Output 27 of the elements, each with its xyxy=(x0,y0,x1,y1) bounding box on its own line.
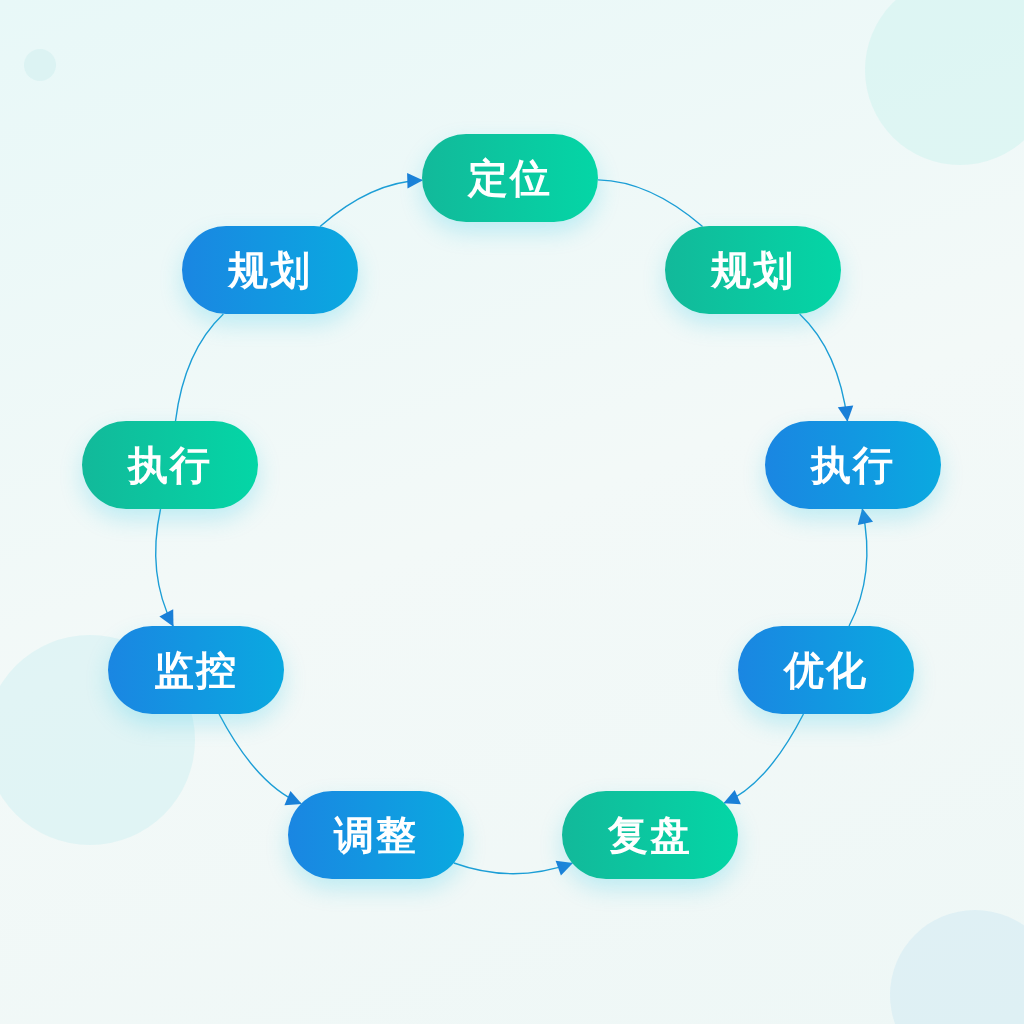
arrow xyxy=(319,173,423,228)
step-label: 规划 xyxy=(711,245,795,295)
step-label: 优化 xyxy=(784,645,868,695)
process-pill xyxy=(108,626,284,714)
step-label: 调整 xyxy=(334,810,418,860)
connector-line xyxy=(174,313,225,422)
process-pill xyxy=(422,134,598,222)
process-pill xyxy=(765,421,941,509)
process-pill xyxy=(82,421,258,509)
process-pill xyxy=(182,226,358,314)
step-label: 监控 xyxy=(154,645,238,695)
step-label: 复盘 xyxy=(608,810,692,860)
arrow xyxy=(218,713,302,805)
connector-line xyxy=(597,179,704,228)
process-pill xyxy=(665,226,841,314)
step-label: 定位 xyxy=(468,153,552,203)
step-label: 规划 xyxy=(228,245,312,295)
process-pill xyxy=(288,791,464,879)
arrow xyxy=(848,508,873,627)
process-pill xyxy=(738,626,914,714)
step-label: 执行 xyxy=(811,440,895,490)
arrow xyxy=(453,860,573,876)
process-pill xyxy=(562,791,738,879)
step-label: 执行 xyxy=(128,440,212,490)
arrow xyxy=(723,713,805,804)
arrow xyxy=(155,508,174,627)
arrow xyxy=(798,313,853,422)
